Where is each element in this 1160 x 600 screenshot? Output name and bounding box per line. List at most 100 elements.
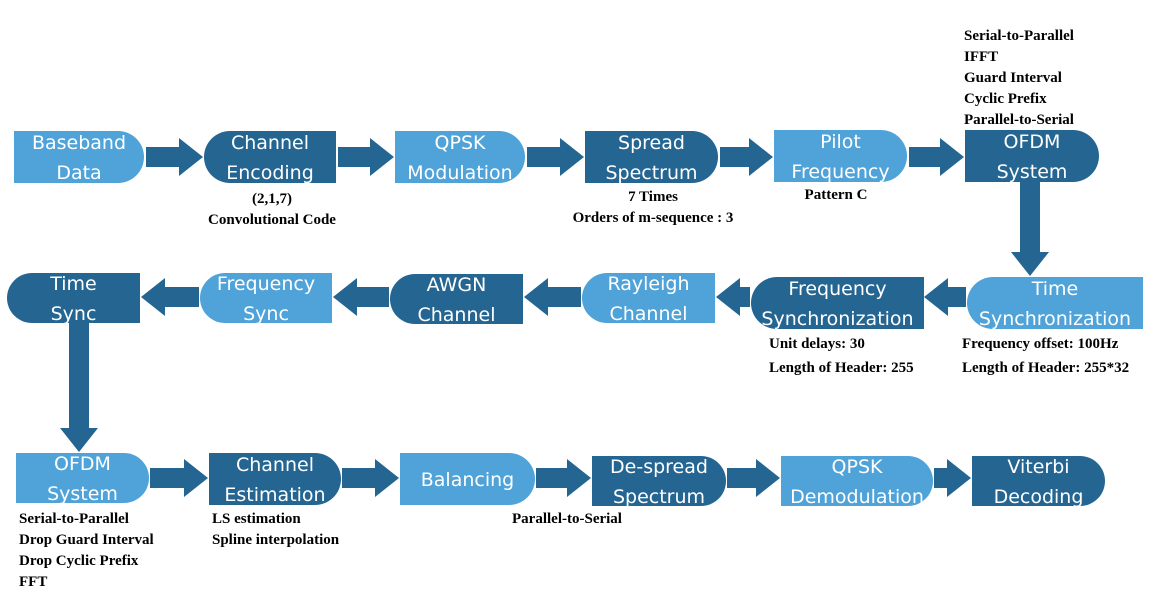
- encoding-note: (2,1,7) Convolutional Code: [208, 191, 336, 228]
- note-line: Drop Cyclic Prefix: [19, 553, 139, 569]
- note-line: Serial-to-Parallel: [19, 511, 129, 527]
- block-qpsk-demodulation: QPSK Demodulation: [781, 456, 933, 508]
- block-label-line: Channel: [236, 454, 314, 476]
- block-shape: [965, 130, 1099, 182]
- block-shape: [209, 453, 341, 505]
- flow-arrow: [720, 138, 773, 176]
- flow-arrow: [146, 138, 203, 176]
- block-label-line: Pilot: [820, 131, 861, 153]
- note-line: Length of Header: 255: [769, 360, 914, 376]
- block-label-line: QPSK: [435, 132, 486, 154]
- note-line: Parallel-to-Serial: [964, 112, 1074, 128]
- block-shape: [592, 456, 726, 506]
- block-label-line: AWGN: [427, 274, 487, 296]
- block-shape: [774, 130, 907, 182]
- block-shape: [400, 453, 535, 505]
- flow-arrow: [338, 138, 394, 176]
- block-shape: [967, 277, 1143, 329]
- block-label-line: Decoding: [994, 486, 1084, 508]
- block-shape: [585, 131, 718, 183]
- block-label-line: Demodulation: [790, 486, 924, 508]
- block-label-line: System: [47, 483, 118, 505]
- block-label-line: Channel: [609, 303, 687, 325]
- note-line: Frequency offset: 100Hz: [962, 336, 1119, 352]
- block-label-line: Sync: [243, 303, 289, 325]
- block-shape: [16, 453, 149, 503]
- block-ofdm-system-tx: OFDM System: [965, 130, 1099, 183]
- note-line: Pattern C: [805, 187, 868, 203]
- block-label-line: Modulation: [407, 162, 512, 184]
- block-shape: [14, 131, 144, 183]
- block-label-line: System: [997, 161, 1068, 183]
- note-line: Parallel-to-Serial: [512, 511, 622, 527]
- flow-arrow: [333, 278, 389, 316]
- note-line: Length of Header: 255*32: [962, 360, 1129, 376]
- block-label-line: Channel: [417, 304, 495, 326]
- block-label-line: Spectrum: [605, 162, 697, 184]
- note-line: (2,1,7): [252, 191, 292, 207]
- block-label-line: Viterbi: [1007, 456, 1069, 478]
- note-line: Convolutional Code: [208, 212, 336, 228]
- flow-arrow: [150, 459, 208, 497]
- block-label-line: De-spread: [610, 456, 708, 478]
- block-label-line: Frequency: [788, 278, 886, 300]
- note-line: IFFT: [964, 49, 998, 65]
- block-shape: [582, 273, 715, 323]
- block-label-line: Channel: [231, 132, 309, 154]
- block-label-line: Data: [56, 162, 101, 184]
- block-label-line: Balancing: [421, 469, 514, 491]
- block-label-line: Estimation: [224, 484, 325, 506]
- flow-arrow: [524, 278, 581, 316]
- block-shape: [781, 456, 933, 506]
- block-label-line: Time: [1031, 278, 1079, 300]
- flow-arrow: [1011, 182, 1049, 276]
- note-line: Orders of m-sequence : 3: [573, 210, 734, 226]
- pilot-note: Pattern C: [805, 187, 868, 203]
- flow-arrow: [924, 278, 966, 316]
- block-label-line: OFDM: [1004, 131, 1061, 153]
- block-awgn-channel: AWGN Channel: [390, 274, 523, 326]
- balancing-note: Parallel-to-Serial: [512, 511, 622, 527]
- note-line: Drop Guard Interval: [19, 532, 154, 548]
- block-label-line: Baseband: [32, 132, 126, 154]
- block-label-line: Synchronization: [979, 308, 1131, 330]
- flow-arrow: [342, 459, 399, 497]
- block-label-line: Rayleigh: [607, 273, 689, 295]
- note-line: Cyclic Prefix: [964, 91, 1047, 107]
- flow-arrow: [727, 459, 780, 497]
- flow-arrow: [909, 138, 964, 176]
- block-label-line: Frequency: [791, 161, 889, 183]
- note-line: Spline interpolation: [212, 532, 340, 548]
- flow-arrow: [527, 138, 584, 176]
- note-line: Unit delays: 30: [769, 336, 865, 352]
- block-shape: [972, 456, 1105, 506]
- note-line: 7 Times: [628, 189, 678, 205]
- note-line: Serial-to-Parallel: [964, 28, 1074, 44]
- block-label-line: Time: [49, 273, 97, 295]
- block-label-line: Spread: [618, 132, 685, 154]
- note-line: FFT: [19, 574, 47, 590]
- freq-sync-note: Unit delays: 30 Length of Header: 255: [769, 336, 914, 376]
- block-label-line: Spectrum: [613, 486, 705, 508]
- flow-arrow: [716, 278, 750, 316]
- block-shape: [751, 277, 924, 329]
- note-line: LS estimation: [212, 511, 301, 527]
- block-label-line: Sync: [51, 303, 97, 325]
- block-shape: [395, 131, 525, 183]
- block-balancing: Balancing: [400, 453, 535, 505]
- block-label-line: QPSK: [832, 456, 883, 478]
